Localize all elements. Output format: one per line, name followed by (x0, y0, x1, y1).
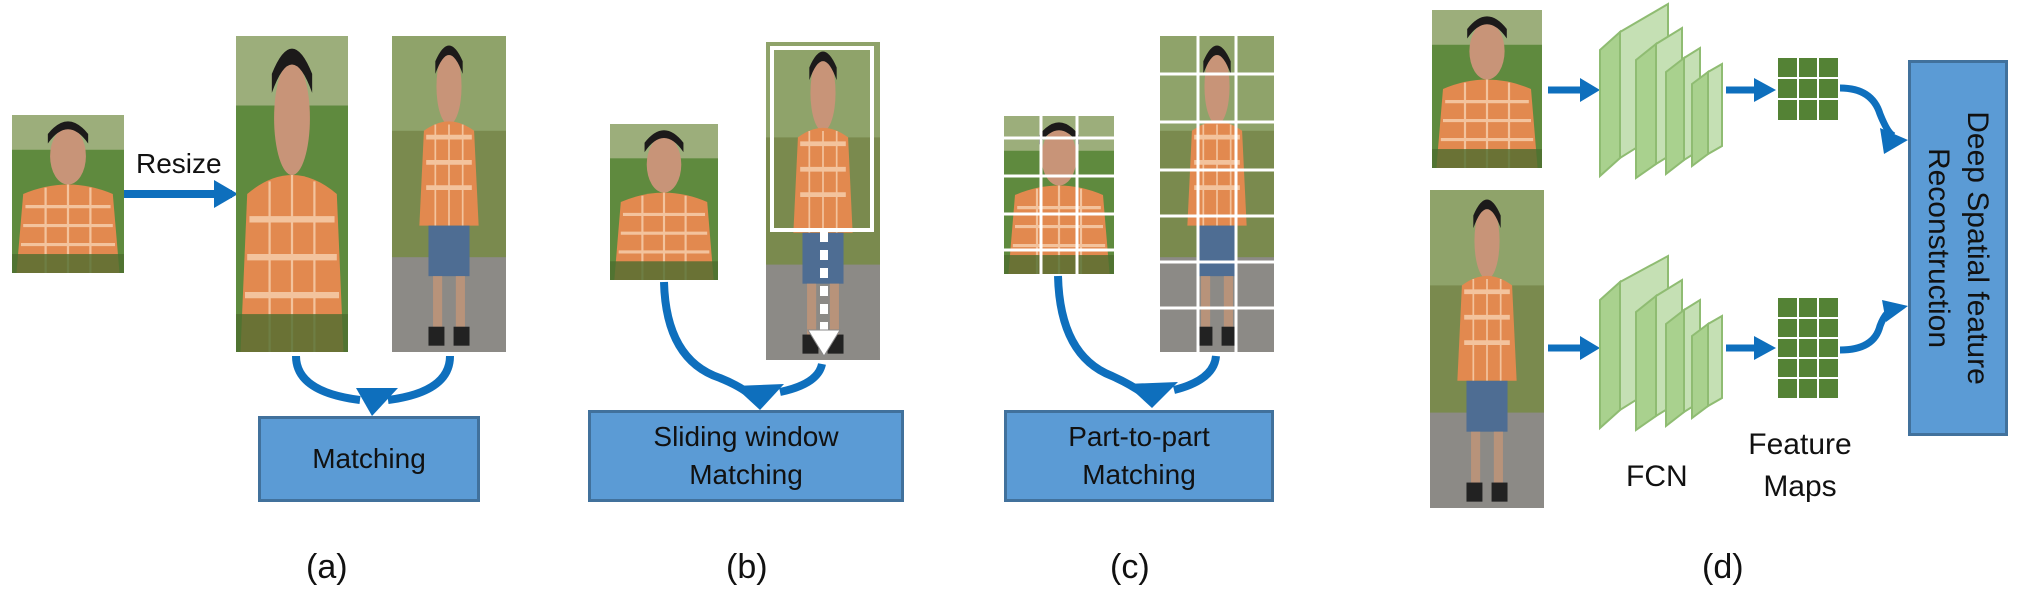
matching-box-a: Matching (258, 416, 480, 502)
matching-box-c: Part-to-part Matching (1004, 410, 1274, 502)
matching-label-c-line2: Matching (1082, 459, 1196, 490)
input-arrow-bottom-head (1580, 336, 1600, 360)
merge-arrow-left-a (292, 355, 361, 404)
merge-arrow-left-b (660, 281, 755, 400)
caption-d: (d) (1702, 548, 1744, 586)
feature-map-bottom (1778, 298, 1838, 398)
matching-box-b: Sliding window Matching (588, 410, 904, 502)
caption-c: (c) (1110, 548, 1150, 586)
merge-arrow-left-c (1054, 275, 1147, 398)
merge-arrow-head-c (1126, 382, 1178, 408)
merge-arrow-right-b (779, 362, 826, 396)
recon-arrow-top-head (1880, 128, 1908, 154)
resize-label: Resize (136, 148, 222, 179)
bust-image-d (1432, 10, 1542, 168)
fcn-arrow-bottom-head (1754, 336, 1776, 360)
part-grid-large (1160, 36, 1274, 352)
person-image-d (1430, 190, 1544, 508)
merge-arrow-head-a (356, 388, 398, 416)
fcn-arrow-top-head (1754, 78, 1776, 102)
reconstruction-box: Deep Spatial feature Reconstruction (1908, 60, 2008, 436)
fcn-block-bottom (1599, 254, 1723, 432)
fcn-label: FCN (1626, 460, 1688, 493)
reconstruction-label-line2: Reconstruction (1922, 147, 1955, 349)
matching-label-a: Matching (312, 443, 426, 475)
feature-maps-label: Feature Maps (1740, 424, 1860, 508)
merge-arrow-right-c (1172, 355, 1220, 394)
feature-map-top (1778, 58, 1838, 120)
fcn-block-top (1599, 2, 1723, 180)
bust-image-a (12, 115, 124, 273)
panel-c (1004, 36, 1274, 408)
matching-label-b-line2: Matching (689, 459, 803, 490)
caption-a: (a) (306, 548, 348, 586)
panel-a (12, 36, 506, 416)
panel-b (610, 42, 880, 410)
person-image-a (392, 36, 506, 352)
panel-d (1430, 2, 1908, 508)
merge-arrow-right-a (387, 355, 454, 404)
sliding-direction-head (807, 329, 841, 357)
reconstruction-text: Deep Spatial feature Reconstruction (1919, 111, 1997, 385)
part-grid-small (1004, 116, 1114, 274)
recon-arrow-bottom-head (1882, 300, 1908, 322)
recon-arrow-top (1839, 84, 1896, 140)
bust-image-b (610, 124, 718, 280)
matching-label-c-line1: Part-to-part (1068, 421, 1210, 453)
sliding-window-rect (770, 46, 874, 232)
caption-b: (b) (726, 548, 768, 586)
input-arrow-top-head (1580, 78, 1600, 102)
reconstruction-label-line1: Deep Spatial feature (1961, 111, 1994, 385)
merge-arrow-head-b (734, 384, 784, 410)
person-image-c (1160, 36, 1274, 352)
feature-maps-label-line2: Maps (1763, 470, 1837, 503)
resize-arrow-head (214, 180, 238, 208)
resized-image (236, 36, 348, 352)
feature-maps-label-line1: Feature (1748, 428, 1852, 461)
matching-label-b-line1: Sliding window (653, 421, 839, 453)
